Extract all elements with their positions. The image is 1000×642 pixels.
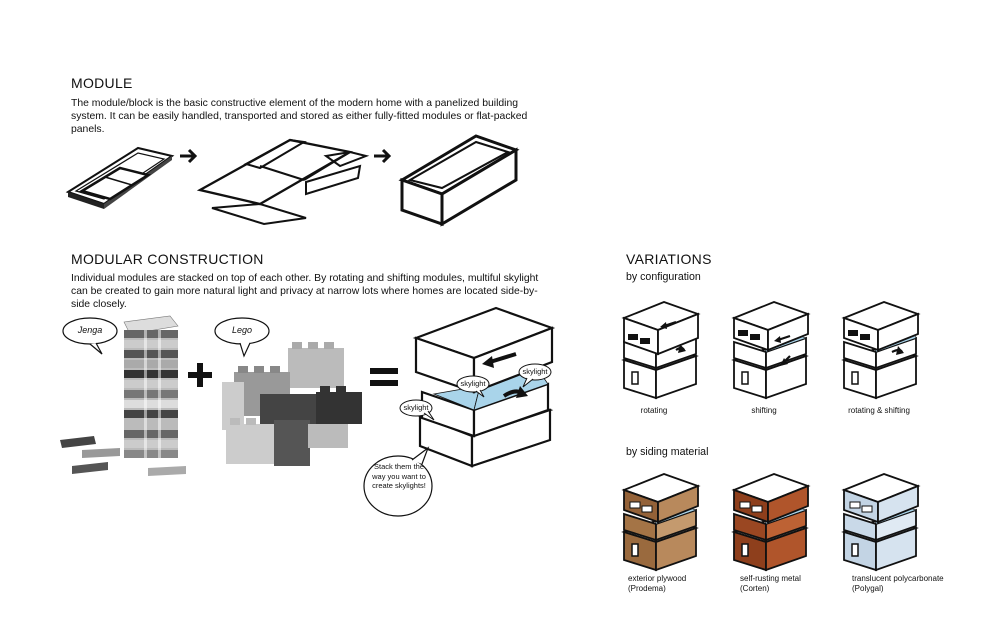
polycarbonate-material-illustration [841, 473, 921, 572]
config-caption: rotating & shifting [848, 406, 910, 415]
skylight-label: skylight [403, 403, 429, 412]
flat-pack-panels-illustration [65, 146, 175, 209]
stack-note: Stack them the way you want to create sk… [372, 462, 426, 490]
material-caption: exterior plywood (Prodema) [628, 574, 686, 594]
assembled-module-box-illustration [398, 134, 520, 227]
skylight-label: skylight [460, 379, 486, 388]
arrow-right-icon [180, 148, 198, 164]
material-caption: self-rusting metal (Corten) [740, 574, 801, 594]
jenga-tower-illustration [60, 315, 186, 476]
speech-bubble [456, 375, 490, 398]
stacked-modules-skylight-illustration [412, 306, 556, 468]
speech-bubble [62, 317, 118, 355]
module-title: MODULE [71, 75, 133, 91]
material-name: self-rusting metal [740, 574, 801, 583]
material-name: exterior plywood [628, 574, 687, 583]
material-caption: translucent polycarbonate (Polygal) [852, 574, 944, 594]
plus-icon [188, 363, 212, 387]
shifting-configuration-illustration [731, 301, 811, 400]
by-configuration-heading: by configuration [626, 271, 701, 283]
config-caption: shifting [751, 406, 777, 415]
plywood-material-illustration [621, 473, 701, 572]
by-siding-heading: by siding material [626, 446, 709, 458]
equals-icon [370, 368, 398, 386]
arrow-right-icon [374, 148, 392, 164]
lego-bricks-illustration [222, 342, 362, 466]
speech-bubble [518, 363, 552, 388]
material-brand: (Corten) [740, 584, 770, 593]
rotating-shifting-configuration-illustration [841, 301, 921, 400]
modular-construction-description: Individual modules are stacked on top of… [71, 273, 539, 310]
speech-bubble [363, 446, 433, 517]
material-brand: (Prodema) [628, 584, 666, 593]
unfolded-module-illustration [196, 138, 370, 226]
variations-title: VARIATIONS [626, 251, 712, 267]
jenga-label: Jenga [77, 325, 103, 335]
skylight-label: skylight [522, 367, 548, 376]
modular-construction-title: MODULAR CONSTRUCTION [71, 251, 264, 267]
config-caption: rotating [640, 406, 668, 415]
module-description: The module/block is the basic constructi… [71, 98, 528, 135]
material-name: translucent polycarbonate [852, 574, 944, 583]
material-brand: (Polygal) [852, 584, 884, 593]
rotating-configuration-illustration [621, 301, 701, 400]
speech-bubble [214, 317, 270, 358]
speech-bubble [399, 399, 435, 421]
lego-label: Lego [231, 325, 253, 335]
corten-material-illustration [731, 473, 811, 572]
